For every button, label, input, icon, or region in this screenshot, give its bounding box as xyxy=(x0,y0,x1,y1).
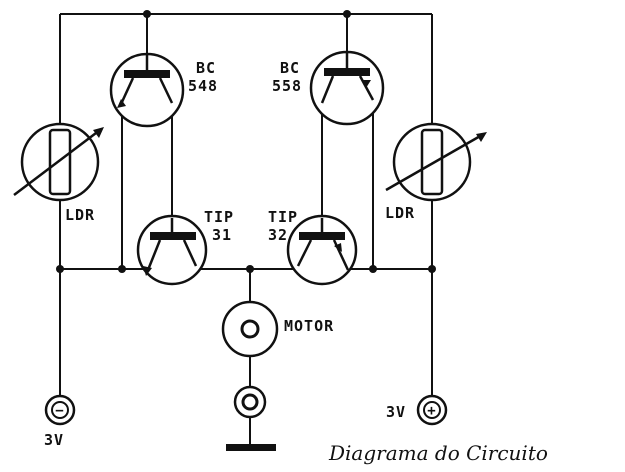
collector-lead xyxy=(296,239,313,267)
q2-label-line1: BC xyxy=(280,59,300,77)
battery-negative-terminal: − xyxy=(44,394,76,426)
emitter-arrow xyxy=(143,266,152,276)
q2-label-line2: 558 xyxy=(272,77,302,95)
junction-dot xyxy=(246,265,254,273)
ldr-arrow-line xyxy=(13,129,101,196)
transistor-q3 xyxy=(136,214,208,286)
ldr-resistor xyxy=(48,128,72,196)
battery-negative-label: 3V xyxy=(44,431,64,449)
ldr-resistor xyxy=(420,128,444,196)
base-bar xyxy=(124,70,170,78)
positive-sign: + xyxy=(427,403,436,419)
transistor-q4 xyxy=(286,214,358,286)
negative-sign: − xyxy=(55,403,64,419)
q4-label-line2: 32 xyxy=(268,226,288,244)
emitter-lead xyxy=(158,77,174,104)
ldr-left-label: LDR xyxy=(65,206,95,224)
q3-label-line1: TIP xyxy=(204,208,234,226)
battery-positive-label: 3V xyxy=(386,403,406,421)
emitter-lead xyxy=(146,239,162,271)
transistor-q2 xyxy=(309,50,385,126)
motor-shaft xyxy=(240,319,260,339)
base-bar xyxy=(150,232,196,240)
terminal-inner xyxy=(423,401,441,419)
collector-lead xyxy=(182,239,198,267)
junctions xyxy=(56,10,436,273)
q3-label-line2: 31 xyxy=(212,226,232,244)
collector-lead xyxy=(320,75,335,104)
ldr-right xyxy=(385,122,487,202)
ldr-arrow-head xyxy=(476,132,487,142)
diagram-caption: Diagrama do Circuito xyxy=(328,441,548,465)
junction-dot xyxy=(56,265,64,273)
junction-dot xyxy=(118,265,126,273)
terminal-inner xyxy=(51,401,69,419)
ldr-arrow-line xyxy=(385,133,483,192)
transistor-q1 xyxy=(109,52,185,128)
labels: BC 548 BC 558 TIP 31 TIP 32 LDR LDR MOTO… xyxy=(44,59,548,465)
ground-terminal xyxy=(226,385,276,451)
emitter-arrow xyxy=(117,99,126,108)
battery-positive-terminal: + xyxy=(416,394,448,426)
junction-dot xyxy=(143,10,151,18)
emitter-arrow xyxy=(362,80,371,88)
ldr-right-label: LDR xyxy=(385,204,415,222)
emitter-arrow xyxy=(334,243,342,252)
base-bar xyxy=(324,68,370,76)
q1-label-line2: 548 xyxy=(188,77,218,95)
motor-label: MOTOR xyxy=(284,317,334,335)
junction-dot xyxy=(343,10,351,18)
ldr-left xyxy=(13,122,104,202)
junction-dot xyxy=(428,265,436,273)
junction-dot xyxy=(369,265,377,273)
lead-left xyxy=(120,77,135,103)
motor xyxy=(221,300,279,358)
base-bar xyxy=(299,232,345,240)
ground-bar xyxy=(226,444,276,451)
terminal-inner xyxy=(241,393,259,411)
q1-label-line1: BC xyxy=(196,59,216,77)
ldr-arrow-head xyxy=(93,127,104,138)
q4-label-line1: TIP xyxy=(268,208,298,226)
